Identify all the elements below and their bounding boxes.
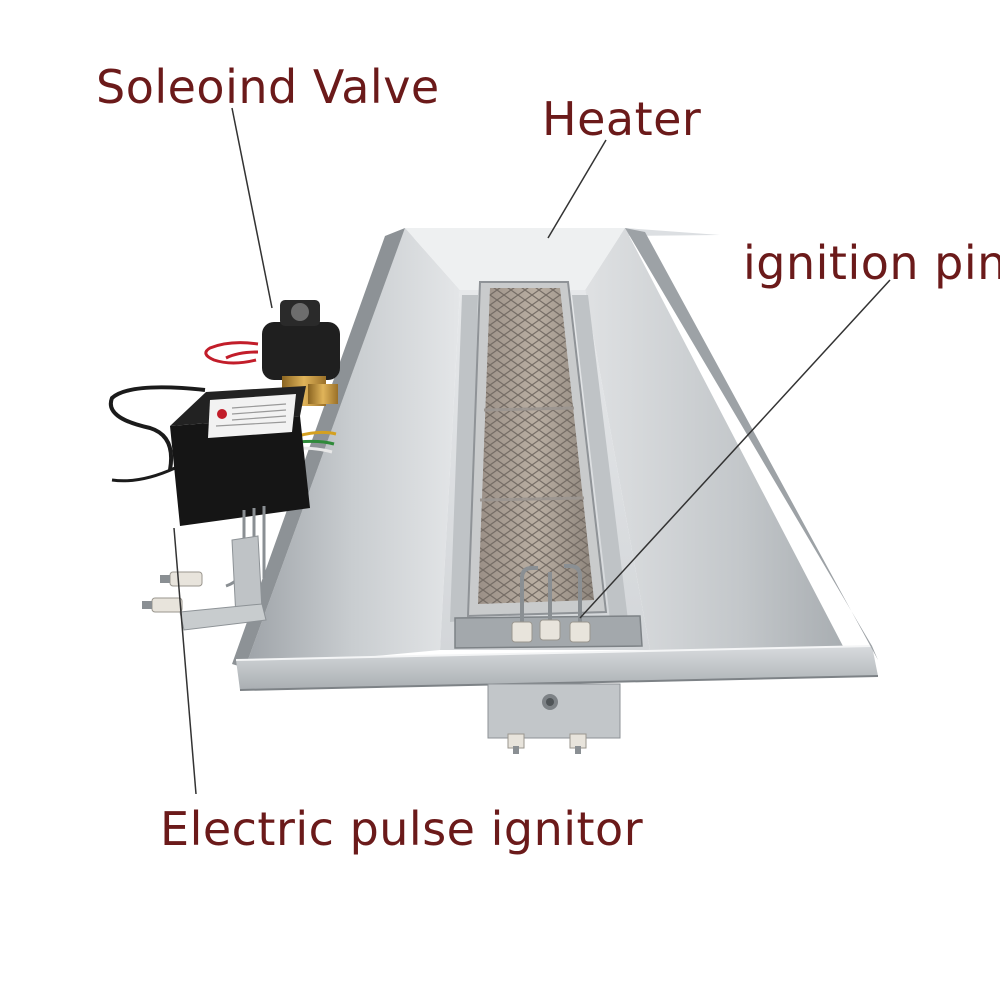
heater-mesh — [478, 288, 594, 604]
ignition-assembly — [454, 564, 643, 649]
ignitor-box — [170, 416, 310, 526]
label-heater: Heater — [542, 92, 702, 146]
leader-line-pulse-ignitor — [173, 527, 197, 795]
label-electric-pulse-ignitor: Electric pulse ignitor — [160, 802, 644, 856]
label-solenoid-valve: Soleoind Valve — [96, 60, 440, 114]
ignition-pin-insulator — [511, 621, 533, 643]
heater-element — [466, 281, 608, 618]
leader-line-ignition-pin — [579, 279, 891, 619]
label-ignition-pin: ignition pin — [743, 236, 1000, 290]
leader-lines — [173, 107, 891, 795]
ignition-pin-insulator — [539, 619, 561, 641]
trough-left-wall — [245, 228, 460, 668]
leader-line-heater — [547, 139, 607, 239]
trough-right-wall — [585, 228, 845, 650]
solenoid-coil — [262, 322, 340, 380]
gas-inlet-box — [487, 683, 621, 754]
solenoid-wire-red — [204, 341, 259, 365]
ignition-pin-insulator — [569, 621, 591, 643]
pulse-ignitor — [142, 386, 310, 631]
leader-line-solenoid — [231, 107, 273, 309]
